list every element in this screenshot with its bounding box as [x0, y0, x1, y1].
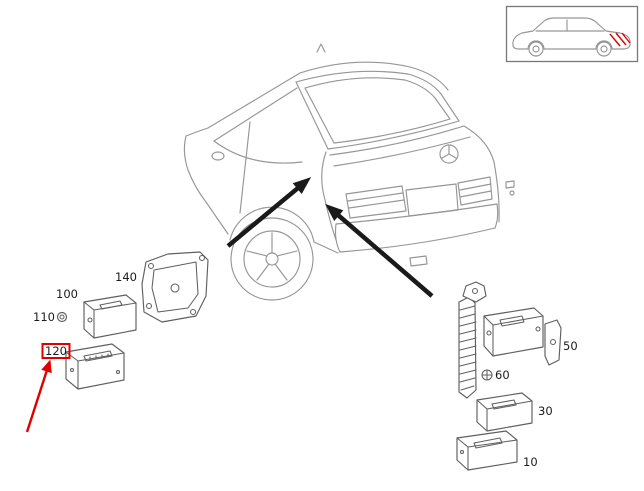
part-60-screw: 60: [481, 368, 510, 382]
part-140-bracket: 140: [115, 251, 209, 323]
pointer-arrows: [226, 177, 434, 298]
highlighted-part-indicator: 120: [25, 343, 71, 433]
part-30-module: 30: [476, 392, 553, 432]
car-roof-line: [299, 61, 449, 91]
trunk-lid: [321, 125, 500, 241]
part-110-grommet: 110: [33, 310, 68, 324]
inset-car-side-view: [512, 17, 631, 57]
inset-rear-wheel: [596, 41, 612, 57]
callout-110[interactable]: 110: [33, 310, 55, 324]
callout-140[interactable]: 140: [115, 270, 137, 284]
inset-location-thumbnail: [505, 5, 639, 63]
inset-highlight-zone: [609, 32, 631, 47]
part-50-bracket-assembly: 50: [458, 281, 578, 399]
callout-120-highlight-box: [41, 343, 71, 359]
part-120-module: [65, 343, 125, 390]
callout-100[interactable]: 100: [56, 287, 78, 301]
part-10-module: 10: [456, 430, 538, 471]
brand-star-emblem: [439, 144, 459, 164]
inset-frame: [505, 5, 639, 63]
callout-120[interactable]: 120: [45, 344, 67, 358]
arrow-to-left-mount-location: [226, 177, 312, 248]
side-mirror: [211, 151, 225, 161]
arrow-to-right-mount-location: [325, 203, 434, 298]
callout-30[interactable]: 30: [538, 404, 553, 418]
callout-10[interactable]: 10: [523, 455, 538, 469]
red-pointer-arrow: [25, 359, 52, 433]
roof-antenna-mark: [316, 43, 326, 53]
left-taillight: [345, 185, 407, 219]
part-100-module: 100: [56, 287, 137, 339]
rear-wheel: [229, 206, 339, 301]
left-parts-group: 140 100 110 120: [25, 251, 209, 433]
rear-windshield: [295, 70, 460, 150]
callout-50[interactable]: 50: [563, 339, 578, 353]
right-parts-group: 50 60 30 10: [456, 281, 578, 471]
right-taillight: [457, 176, 493, 206]
car-rear-view: [183, 43, 515, 301]
callout-60[interactable]: 60: [495, 368, 510, 382]
car-left-side: [183, 72, 303, 235]
inset-front-wheel: [528, 41, 544, 57]
rear-bumper: [334, 180, 515, 267]
